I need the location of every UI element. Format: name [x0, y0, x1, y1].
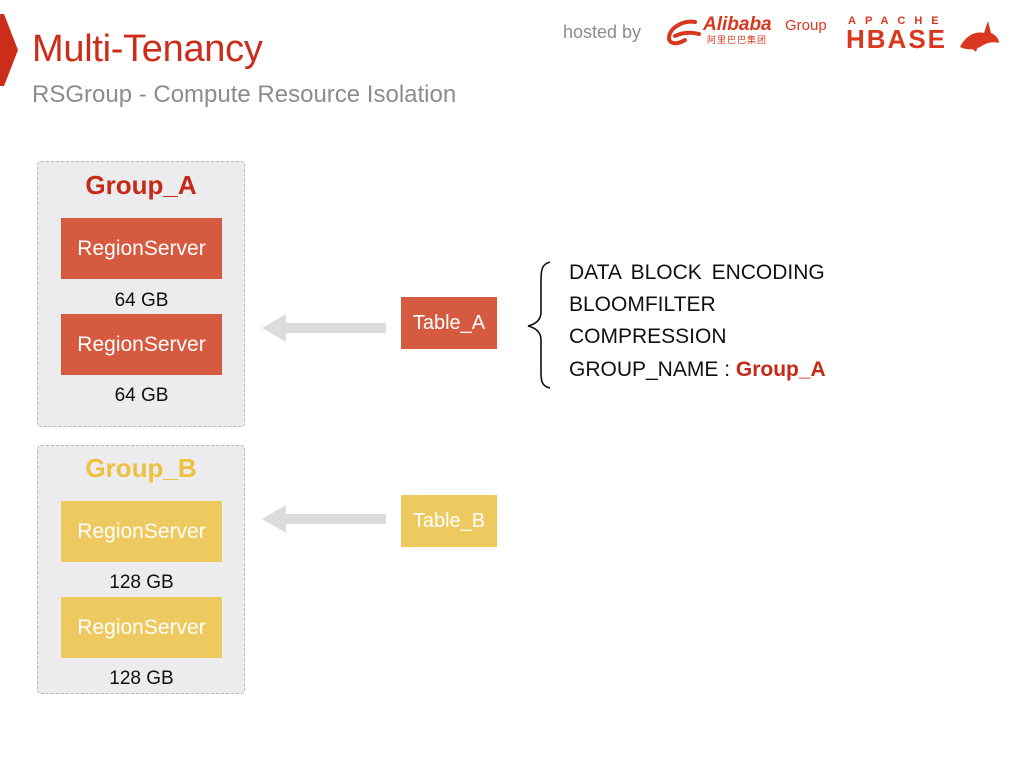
orca-icon [960, 21, 999, 52]
alibaba-logo-chinese: 阿里巴巴集团 [707, 35, 768, 45]
arrow-left-icon [262, 505, 386, 533]
region-server-b2: RegionServer [61, 597, 222, 658]
hbase-logo-word: HBASE [846, 24, 948, 54]
alibaba-logo-word: Alibaba [703, 14, 772, 35]
group-a-container [37, 161, 245, 427]
alibaba-mark-icon [666, 19, 701, 46]
table-attribute-item: BLOOMFILTER [569, 293, 716, 316]
table-label: Table_B [412, 509, 486, 532]
page-title: Multi-Tenancy [32, 28, 263, 70]
hosted-by-label: hosted by [563, 22, 642, 42]
group-name-key: GROUP_NAME : [569, 358, 736, 381]
region-server-label: RegionServer [77, 332, 206, 356]
region-server-memory: 128 GB [109, 668, 174, 689]
table-label: Table_A [412, 311, 486, 334]
table-a-box: Table_A [401, 297, 497, 349]
region-server-memory: 64 GB [114, 290, 169, 311]
region-server-label: RegionServer [77, 236, 206, 260]
arrow-left-icon [262, 314, 386, 342]
table-attribute-item: DATA BLOCK ENCODING [569, 261, 825, 284]
apache-hbase-logo: APACHE HBASE [846, 14, 1004, 54]
slide-accent-chevron [0, 14, 18, 86]
region-server-b1: RegionServer [61, 501, 222, 562]
curly-brace-icon [527, 261, 551, 389]
region-server-a2: RegionServer [61, 314, 222, 375]
region-server-memory: 64 GB [114, 385, 169, 406]
alibaba-group-logo: Alibaba Group 阿里巴巴集团 [665, 14, 835, 50]
region-server-memory: 128 GB [109, 572, 174, 593]
group-a-title: Group_A [85, 170, 197, 200]
region-server-label: RegionServer [77, 519, 206, 543]
table-attribute-item: COMPRESSION [569, 325, 727, 348]
alibaba-logo-group: Group [785, 17, 827, 34]
table-b-box: Table_B [401, 495, 497, 547]
group-b-title: Group_B [85, 453, 197, 483]
region-server-label: RegionServer [77, 615, 206, 639]
page-subtitle: RSGroup - Compute Resource Isolation [32, 81, 457, 108]
group-name-value: Group_A [735, 358, 826, 381]
hbase-logo-apache: APACHE [848, 15, 948, 27]
table-attribute-group-name: GROUP_NAME : Group_A [569, 357, 826, 383]
region-server-a1: RegionServer [61, 218, 222, 279]
